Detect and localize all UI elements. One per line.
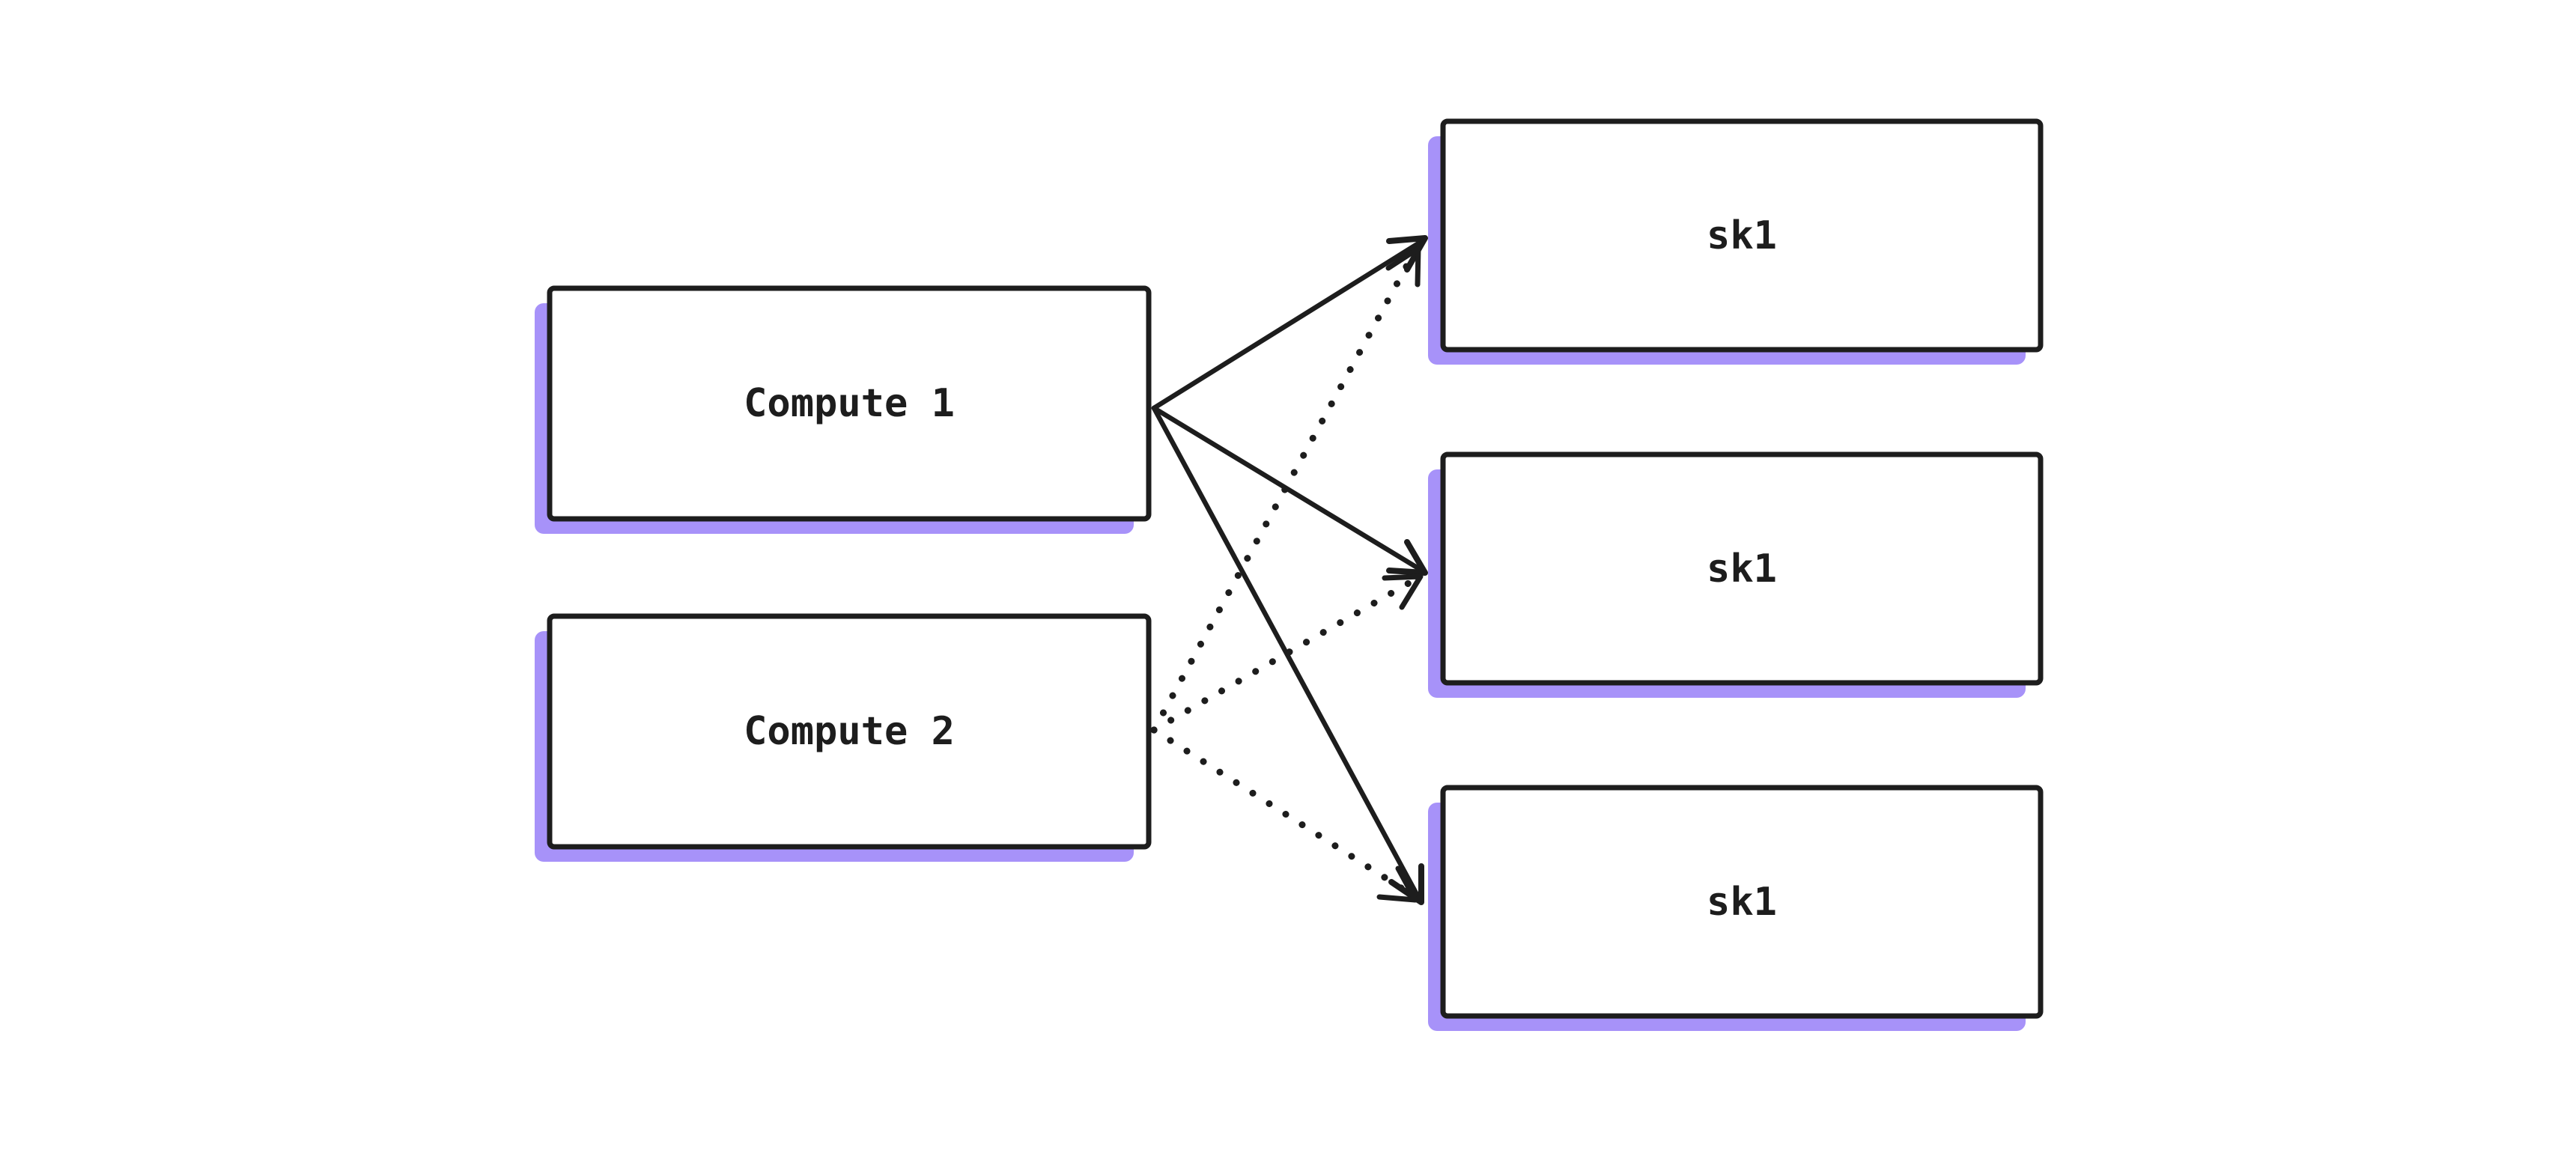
arrowhead-icon-sk1-top-dotted (1385, 246, 1421, 288)
arrowhead-icon-sk1-middle-dotted (1382, 574, 1424, 610)
edge-compute2-to-sk1-top (1150, 255, 1415, 734)
sk1-middle-box (1440, 451, 2044, 686)
sk1-bottom-label: sk1 (1707, 880, 1777, 925)
arrowhead-icon-sk1-bottom-solid (1388, 863, 1424, 905)
node-boxes (547, 118, 2044, 1019)
edges-solid (1151, 238, 1425, 901)
sk1-top-label: sk1 (1707, 213, 1777, 258)
node-labels: Compute 1 Compute 2 sk1 sk1 sk1 (744, 213, 1777, 925)
compute1-label: Compute 1 (744, 381, 955, 426)
edges-dotted (1150, 255, 1418, 897)
compute1-box (547, 285, 1152, 522)
edge-compute1-to-sk1-top (1151, 238, 1425, 411)
arrowhead-icon-sk1-middle-solid (1386, 539, 1428, 576)
arrowhead-icon-sk1-top-solid (1386, 235, 1428, 273)
compute2-label: Compute 2 (744, 709, 955, 754)
edge-compute2-to-sk1-middle (1150, 576, 1418, 734)
arrowhead-icon-sk1-bottom-dotted (1376, 865, 1418, 903)
arrowheads (1376, 235, 1428, 905)
sk1-bottom-box (1440, 785, 2044, 1019)
edge-compute2-to-sk1-bottom (1150, 726, 1413, 897)
sk1-middle-label: sk1 (1707, 547, 1777, 591)
compute2-box (547, 613, 1152, 850)
sk1-top-box (1440, 118, 2044, 353)
